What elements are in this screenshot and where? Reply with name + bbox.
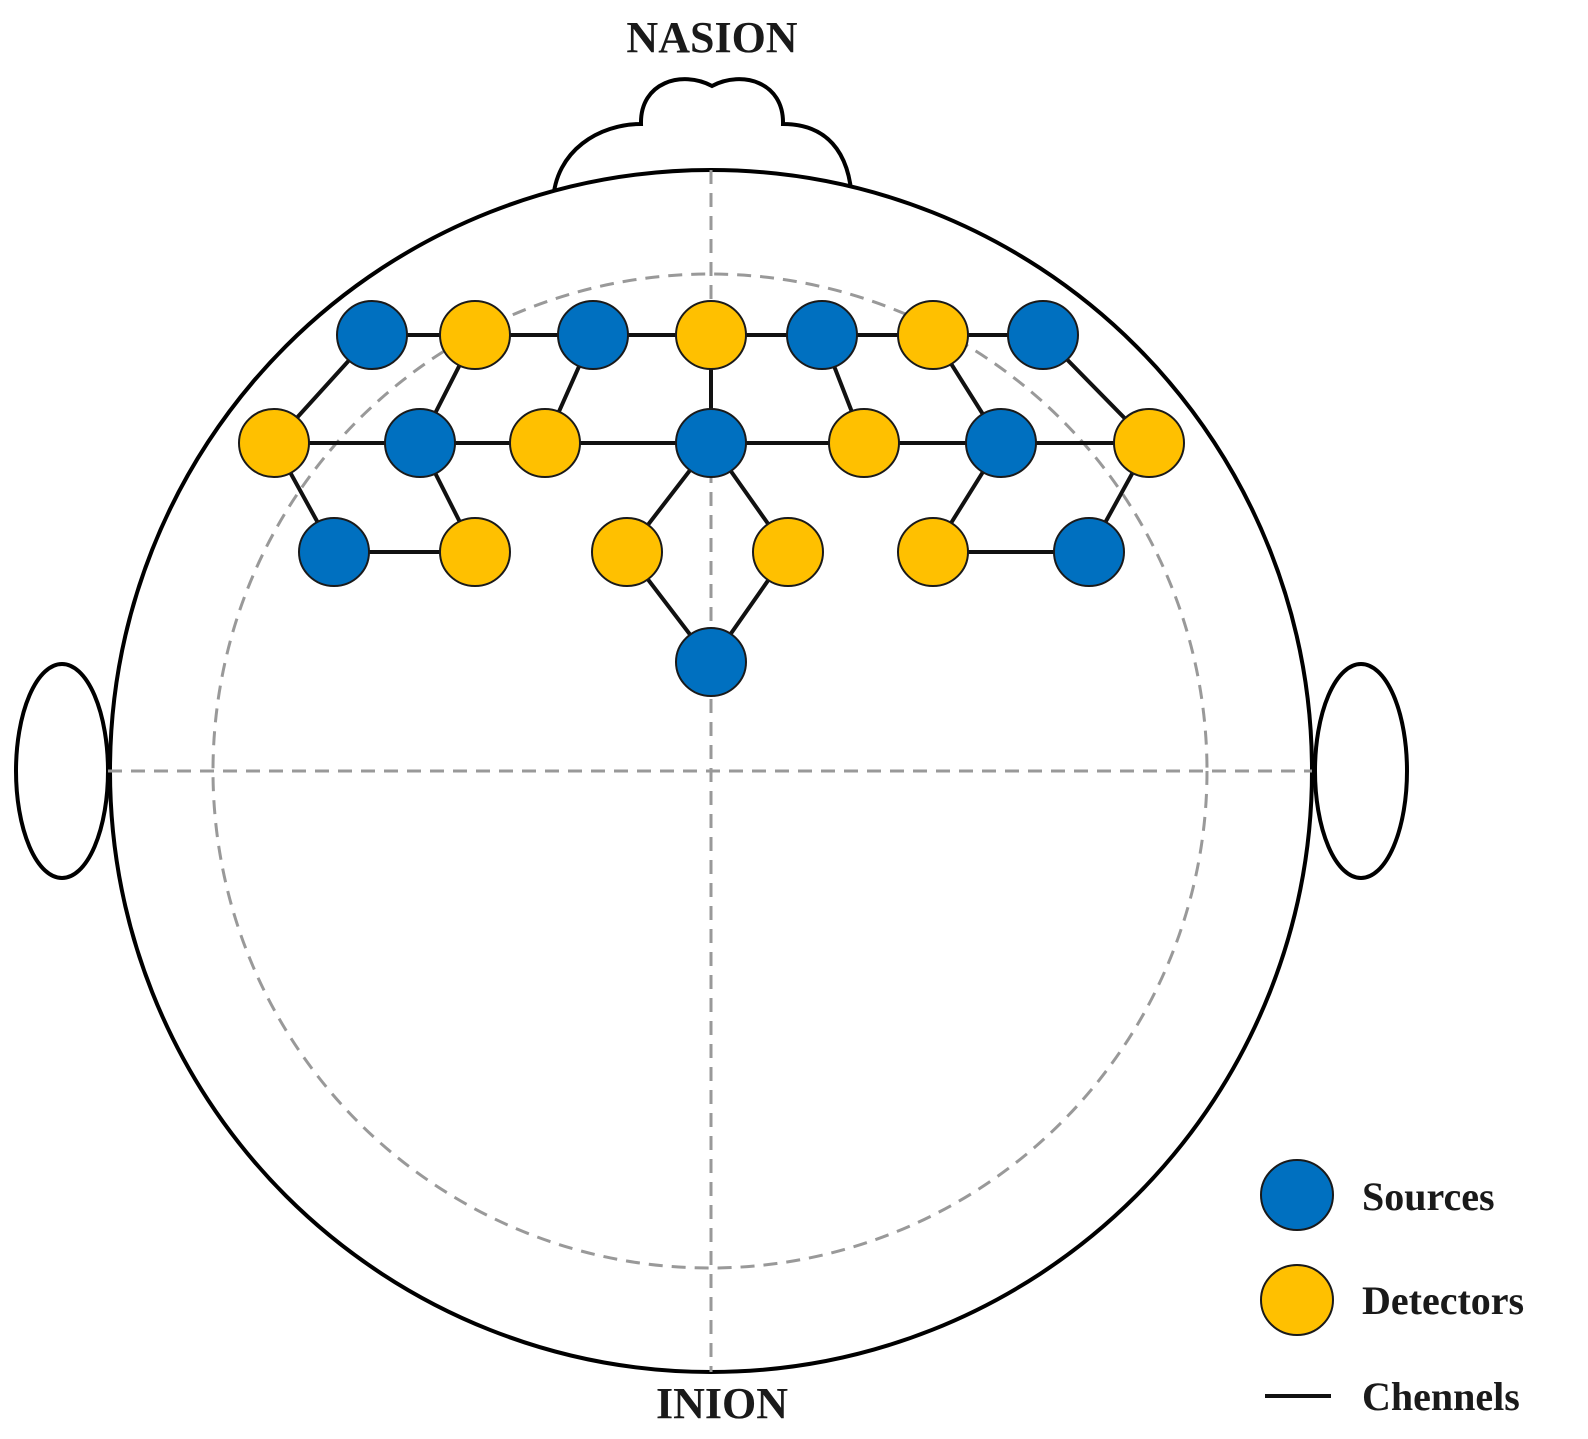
legend-detector-swatch <box>1260 1264 1334 1336</box>
detector-optode <box>591 517 663 587</box>
legend-source-swatch <box>1260 1159 1334 1231</box>
detector-optode <box>439 300 511 370</box>
legend: Sources Detectors Chennels <box>1260 1159 1524 1419</box>
source-optode <box>965 408 1037 478</box>
nasion-label: NASION <box>626 13 797 62</box>
detector-optode <box>897 300 969 370</box>
detectors <box>238 300 1185 587</box>
source-optode <box>1053 517 1125 587</box>
guide-lines <box>108 170 1312 1372</box>
inion-label: INION <box>656 1379 788 1428</box>
nose-outline <box>551 77 854 203</box>
source-optode <box>557 300 629 370</box>
legend-channels-label: Chennels <box>1362 1374 1520 1419</box>
detector-optode <box>675 300 747 370</box>
detector-optode <box>752 517 824 587</box>
source-optode <box>336 300 408 370</box>
detector-optode <box>1113 408 1185 478</box>
source-optode <box>675 627 747 697</box>
detector-optode <box>509 408 581 478</box>
source-optode <box>1007 300 1079 370</box>
sources <box>298 300 1125 697</box>
inner-dashed-circle <box>211 272 1209 1270</box>
source-optode <box>675 408 747 478</box>
right-ear <box>1313 662 1409 880</box>
detector-optode <box>238 408 310 478</box>
source-optode <box>384 408 456 478</box>
left-ear <box>14 662 110 880</box>
source-optode <box>786 300 858 370</box>
detector-optode <box>897 517 969 587</box>
detector-optode <box>439 517 511 587</box>
source-optode <box>298 517 370 587</box>
legend-sources-label: Sources <box>1362 1174 1495 1219</box>
detector-optode <box>828 408 900 478</box>
legend-detectors-label: Detectors <box>1362 1278 1524 1323</box>
